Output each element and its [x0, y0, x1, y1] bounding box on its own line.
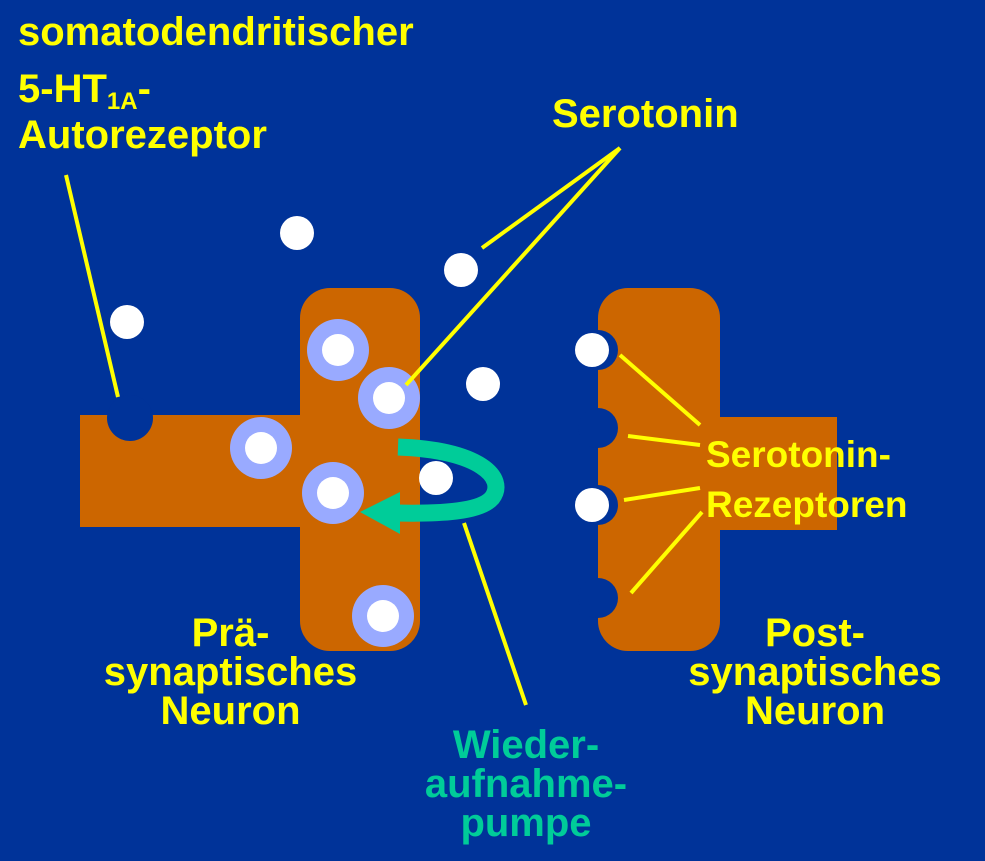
receptors-label: Serotonin- Rezeptoren — [706, 430, 907, 530]
autoreceptor-label-line2: 5-HT1A- — [18, 69, 414, 109]
serotonin-molecule — [317, 477, 349, 509]
reuptake-pump-label: Wieder- aufnahme- pumpe — [416, 726, 636, 843]
presynaptic-label-line1: Prä- — [48, 614, 413, 653]
receptors-label-line1: Serotonin- — [706, 430, 907, 480]
pump-pointer — [464, 523, 526, 705]
presynaptic-label-line2: synaptisches — [48, 653, 413, 692]
presynaptic-label-line3: Neuron — [48, 692, 413, 731]
receptors-label-line2: Rezeptoren — [706, 480, 907, 530]
autoreceptor-pointer — [66, 175, 118, 397]
autoreceptor-label-suffix: - — [138, 67, 151, 111]
serotonin-molecule — [444, 253, 478, 287]
serotonin-molecule — [373, 382, 405, 414]
serotonin-molecule — [419, 461, 453, 495]
autoreceptor-label-line1: somatodendritischer — [18, 12, 414, 52]
autoreceptor-label-line3: Autorezeptor — [18, 115, 414, 155]
postsynaptic-label: Post- synaptisches Neuron — [645, 614, 985, 731]
serotonin-molecule — [245, 432, 277, 464]
serotonin-molecule — [322, 334, 354, 366]
postsynaptic-label-line3: Neuron — [645, 692, 985, 731]
reuptake-pump-label-line2: aufnahme- — [416, 765, 636, 804]
serotonin-pointer — [482, 148, 620, 248]
serotonin-molecule — [110, 305, 144, 339]
autoreceptor-label-prefix: 5-HT — [18, 67, 107, 111]
serotonin-molecule — [466, 367, 500, 401]
serotonin-label: Serotonin — [552, 94, 739, 134]
postsynaptic-label-line1: Post- — [645, 614, 985, 653]
reuptake-pump-label-line1: Wieder- — [416, 726, 636, 765]
serotonin-molecule — [280, 216, 314, 250]
autoreceptor-label-subscript: 1A — [107, 88, 138, 115]
receptor-site — [578, 408, 618, 448]
reuptake-pump-label-line3: pumpe — [416, 804, 636, 843]
serotonin-molecule — [575, 333, 609, 367]
receptor-site — [578, 578, 618, 618]
autoreceptor-label: somatodendritischer 5-HT1A- Autorezeptor — [18, 12, 414, 155]
postsynaptic-label-line2: synaptisches — [645, 653, 985, 692]
autoreceptor-notch — [107, 395, 153, 441]
serotonin-molecule — [575, 488, 609, 522]
presynaptic-label: Prä- synaptisches Neuron — [48, 614, 413, 731]
